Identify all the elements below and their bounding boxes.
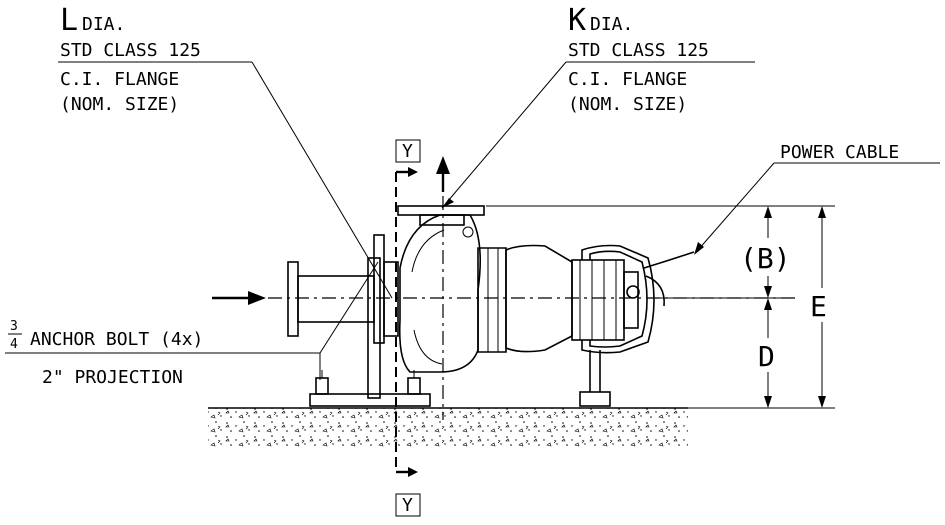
bracket-ribs: [487, 248, 499, 352]
dim-b-mask: [738, 238, 798, 276]
left-callout-nom-size: (NOM. SIZE): [60, 94, 179, 115]
power-cable-upper: [643, 251, 695, 269]
motor-terminal: [626, 285, 640, 299]
concrete-hatch: [208, 408, 688, 448]
right-callout-std-class: STD CLASS 125: [568, 40, 709, 61]
pump-assembly: [287, 205, 695, 407]
power-cable-arrowhead: [694, 242, 704, 255]
left-callout-letter: L: [60, 3, 78, 38]
lifting-handle: [581, 244, 655, 354]
dim-e-mask: [808, 288, 836, 322]
dim-e-arrow-top: [818, 206, 826, 218]
left-callout-dia: DIA.: [82, 14, 125, 35]
left-callout-leader: [251, 61, 393, 299]
dim-d-label: D: [758, 340, 775, 373]
anchor-bolt-callout: 3 4 ANCHOR BOLT (4x) 2" PROJECTION: [5, 261, 379, 388]
casing-vent-plug: [462, 226, 474, 238]
motor-end-bell: [623, 271, 639, 329]
left-flange-callout: L DIA. STD CLASS 125 C.I. FLANGE (NOM. S…: [58, 3, 393, 299]
dim-e-label: E: [810, 290, 827, 323]
lifting-handle-inner: [589, 250, 648, 348]
projection-text: 2" PROJECTION: [42, 367, 183, 388]
suction-pipe: [297, 275, 375, 323]
power-cable-label: POWER CABLE: [780, 142, 899, 163]
left-callout-std-class: STD CLASS 125: [60, 40, 201, 61]
section-bottom-arrow: [408, 467, 418, 477]
section-top-box: [395, 139, 421, 163]
concrete-foundation: [208, 407, 835, 448]
anchor-bolt-nut-left: [315, 377, 329, 395]
section-top-label: Y: [402, 141, 413, 162]
right-callout-letter: K: [568, 3, 586, 38]
right-flange-callout: K DIA. STD CLASS 125 C.I. FLANGE (NOM. S…: [441, 3, 755, 209]
right-callout-leader: [441, 61, 567, 209]
support-stand-left: [367, 257, 381, 399]
dimension-lines: (B) D E: [486, 205, 836, 408]
suction-pipe-flange: [287, 261, 299, 337]
dim-b-arrow-bottom: [764, 286, 772, 298]
right-callout-dia: DIA.: [590, 14, 633, 35]
base-plate: [309, 393, 431, 407]
section-line-y: Y Y: [395, 139, 421, 517]
volute-detail: [411, 229, 445, 365]
left-callout-flange: C.I. FLANGE: [60, 69, 179, 90]
flow-arrows: [212, 156, 450, 305]
volute-casing: [398, 214, 482, 373]
right-callout-flange: C.I. FLANGE: [568, 69, 687, 90]
discharge-flow-arrowhead: [436, 156, 450, 174]
motor-fins: [579, 260, 617, 340]
anchor-fraction-denominator: 4: [10, 337, 18, 352]
anchor-fraction-numerator: 3: [10, 319, 18, 334]
bearing-bracket: [477, 247, 507, 353]
dim-b-label: (B): [740, 242, 791, 275]
anchor-bolt-nut-right: [407, 377, 421, 395]
dim-b-arrow-top: [764, 206, 772, 218]
anchor-bolt-text: ANCHOR BOLT (4x): [30, 329, 203, 350]
section-top-arrow: [408, 167, 418, 177]
discharge-neck: [419, 214, 465, 226]
dim-e-arrow-bottom: [818, 396, 826, 408]
power-cable-lower: [645, 275, 665, 307]
suction-flange-adapter: [383, 261, 399, 337]
right-callout-nom-size: (NOM. SIZE): [568, 94, 687, 115]
section-bottom-label: Y: [402, 495, 413, 516]
motor-support-foot: [579, 391, 611, 407]
dim-d-mask: [756, 338, 780, 372]
section-bottom-box: [395, 493, 421, 517]
inlet-flow-arrowhead: [248, 291, 266, 305]
power-cable-callout: POWER CABLE: [694, 142, 940, 255]
discharge-flange: [397, 205, 485, 216]
suction-flange: [373, 234, 385, 344]
dim-d-arrow-top: [764, 298, 772, 310]
dim-d-arrow-bottom: [764, 396, 772, 408]
